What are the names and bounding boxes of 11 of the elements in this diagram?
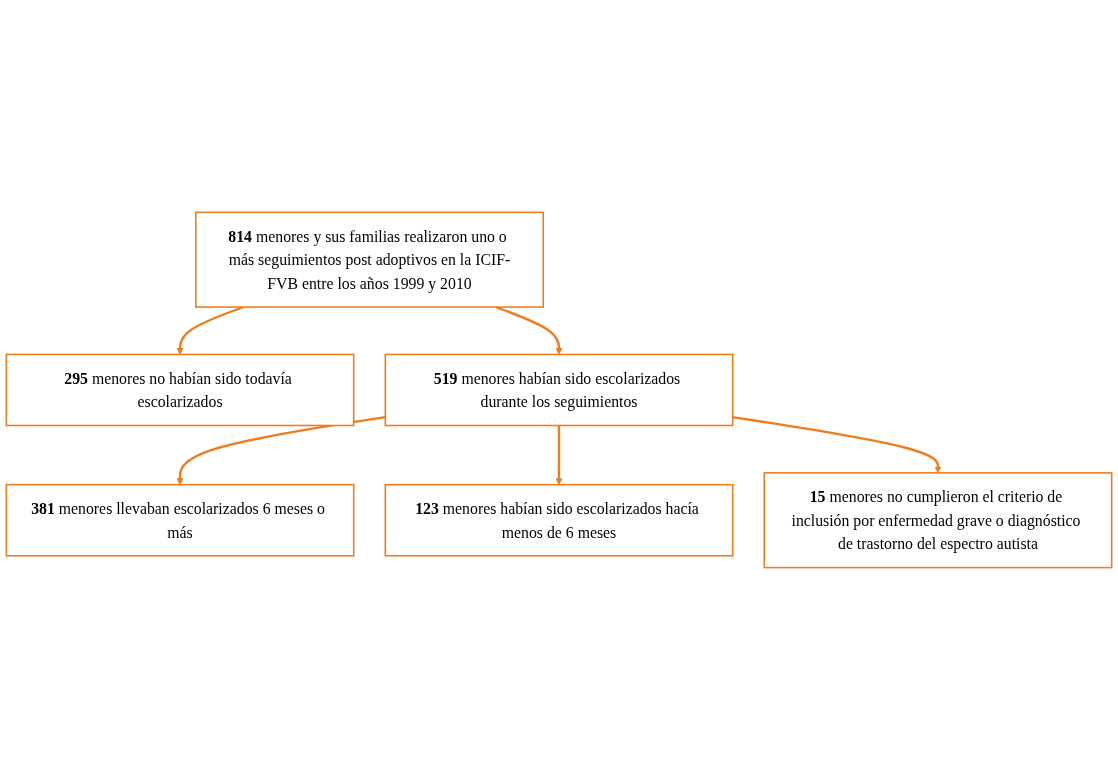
node-box: 15 menores no cumplieron el criterio de inclusión por enfermedad grave o diagnóstico de trastorno del espectro autista: [763, 472, 1113, 569]
node-box: 295 menores no habían sido todavía escolarizados: [5, 353, 355, 427]
node-box: 519 menores habían sido escolarizados durante los seguimientos: [384, 353, 734, 427]
node-box: 381 menores llevaban escolarizados 6 meses o más: [5, 483, 355, 557]
arrow: [495, 306, 563, 355]
node-box: 123 menores habían sido escolarizados hacía menos de 6 meses: [384, 483, 734, 557]
arrow: [732, 415, 942, 474]
arrow: [176, 415, 386, 486]
node-box: 814 menores y sus familias realizaron uno o más seguimientos post adoptivos en la ICIF-FVB entre los años 1999 y 2010: [195, 211, 544, 308]
arrow: [555, 425, 563, 486]
arrow: [176, 306, 244, 355]
